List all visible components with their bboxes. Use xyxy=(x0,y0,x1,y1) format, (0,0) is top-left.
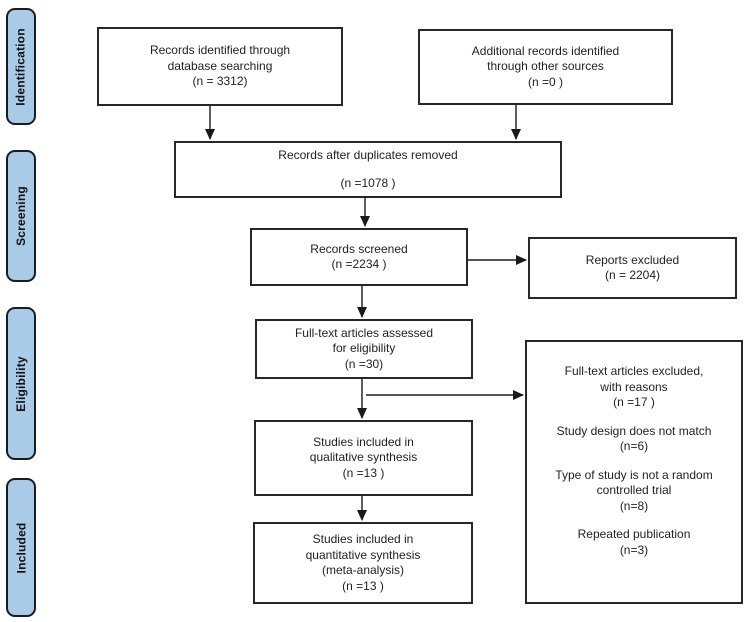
stage-included-label: Included xyxy=(14,522,28,573)
box-line: with reasons xyxy=(600,379,668,394)
box-count: (n =17 ) xyxy=(613,395,655,409)
stage-screening: Screening xyxy=(6,150,36,282)
box-line: Full-text articles excluded, xyxy=(564,364,704,378)
box-line: Repeated publication xyxy=(577,527,691,541)
box-count: (n=6) xyxy=(619,439,649,453)
stage-identification: Identification xyxy=(6,8,36,125)
box-count: (n =0 ) xyxy=(527,74,563,89)
box-line: Additional records identified xyxy=(471,43,620,58)
box-fulltext-excluded: Full-text articles excluded, with reason… xyxy=(525,340,743,604)
box-records-screened: Records screened (n =2234 ) xyxy=(250,228,468,286)
exclusion-reason-group: Repeated publication (n=3) xyxy=(578,527,691,558)
box-line: Studies included in xyxy=(313,434,414,449)
box-count: (n =1078 ) xyxy=(340,176,396,190)
stage-eligibility-label: Eligibility xyxy=(14,355,29,412)
box-line: Reports excluded xyxy=(585,252,680,267)
box-duplicates-removed: Records after duplicates removed (n =107… xyxy=(174,141,562,198)
box-line: Records screened xyxy=(310,241,408,256)
box-line: Full-text articles assessed xyxy=(294,325,434,340)
box-line: through other sources xyxy=(487,59,604,74)
exclusion-reason-group: Full-text articles excluded, with reason… xyxy=(565,364,704,411)
box-count: (n = 3312) xyxy=(192,74,248,89)
box-count: (n =13 ) xyxy=(342,465,385,480)
box-line: Records after duplicates removed xyxy=(278,147,458,162)
box-qualitative-synthesis: Studies included in qualitative synthesi… xyxy=(254,420,473,496)
box-line: quantitative synthesis xyxy=(305,547,421,562)
box-fulltext-assessed: Full-text articles assessed for eligibil… xyxy=(255,319,473,379)
exclusion-reason-group: Study design does not match (n=6) xyxy=(557,424,712,455)
box-count: (n =30) xyxy=(344,356,384,371)
box-line: controlled trial xyxy=(596,483,672,497)
box-records-identified: Records identified through database sear… xyxy=(97,27,343,106)
stage-included: Included xyxy=(6,478,36,617)
stage-identification-label: Identification xyxy=(14,27,28,106)
box-line: Type of study is not a random xyxy=(555,467,713,482)
box-additional-records: Additional records identified through ot… xyxy=(418,29,673,105)
box-line: database searching xyxy=(167,58,273,73)
box-count: (n=3) xyxy=(619,542,649,557)
stage-screening-label: Screening xyxy=(14,186,29,246)
box-line: qualitative synthesis xyxy=(309,450,418,465)
box-line: Study design does not match xyxy=(556,423,712,438)
box-reports-excluded: Reports excluded (n = 2204) xyxy=(528,237,737,299)
box-line: for eligibility xyxy=(332,341,396,356)
box-count: (n =2234 ) xyxy=(331,257,387,271)
box-count: (n =13 ) xyxy=(342,578,384,593)
box-line: (meta-analysis) xyxy=(321,563,405,577)
box-quantitative-synthesis: Studies included in quantitative synthes… xyxy=(253,522,473,604)
box-count: (n=8) xyxy=(619,498,649,513)
exclusion-reason-group: Type of study is not a random controlled… xyxy=(555,468,712,515)
stage-eligibility: Eligibility xyxy=(6,307,36,460)
box-line: Records identified through xyxy=(149,43,291,58)
box-line: Studies included in xyxy=(312,532,414,546)
box-count: (n = 2204) xyxy=(604,268,661,282)
